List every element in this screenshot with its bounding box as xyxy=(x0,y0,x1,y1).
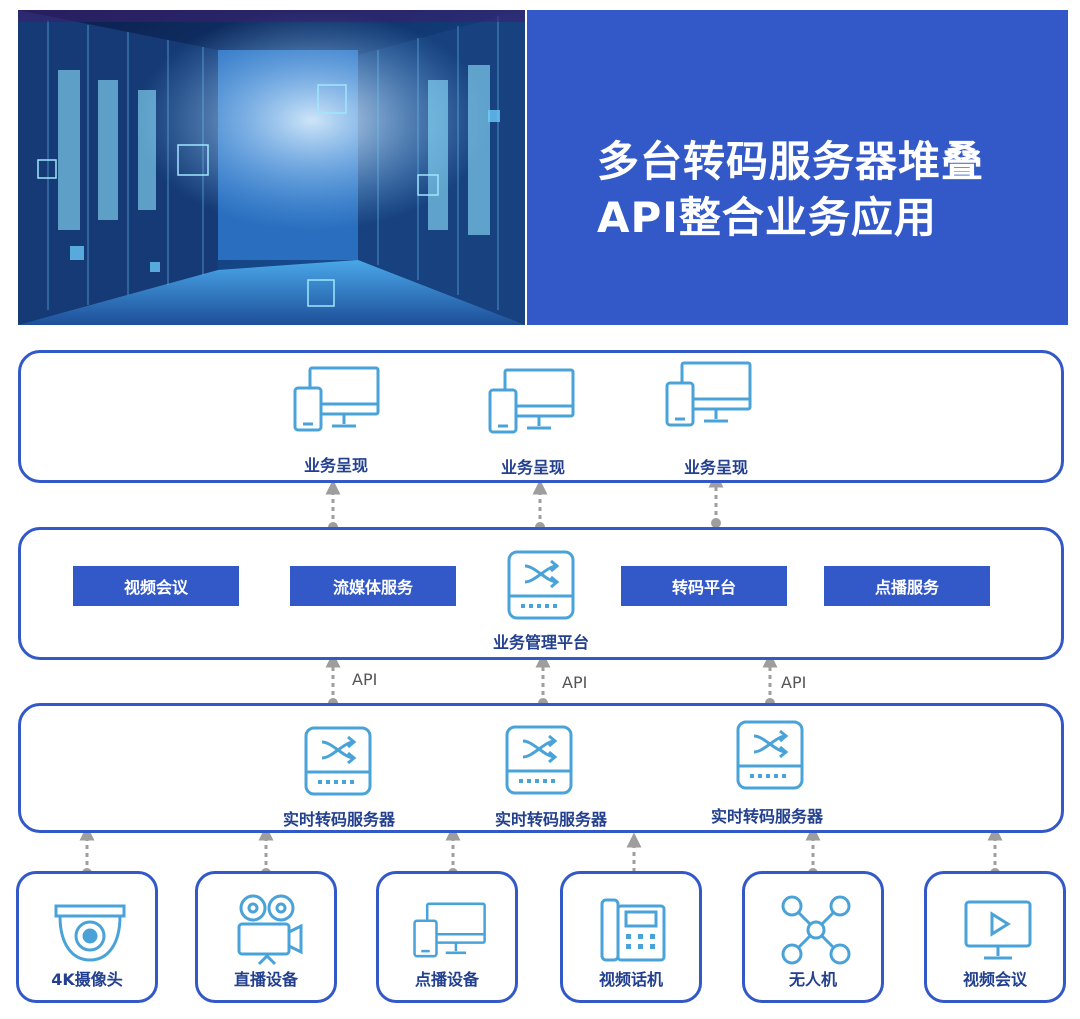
hero-title-line2: API整合业务应用 xyxy=(597,193,937,242)
monitor-phone-icon xyxy=(292,364,382,434)
film-camera-icon xyxy=(231,892,307,968)
desk-phone-icon xyxy=(596,892,672,968)
presentation-label: 业务呈现 xyxy=(303,456,369,475)
device-label: 直播设备 xyxy=(233,970,298,989)
api-label: API xyxy=(562,673,588,692)
device-video-conference: 视频会议 xyxy=(924,871,1066,1003)
device-label: 视频会议 xyxy=(962,970,1027,989)
api-label: API xyxy=(352,670,378,689)
video-screen-icon xyxy=(960,892,1036,968)
device-live-broadcast: 直播设备 xyxy=(195,871,337,1003)
server-switch-icon xyxy=(505,548,577,622)
monitor-phone-icon xyxy=(412,892,488,968)
service-streaming-media: 流媒体服务 xyxy=(290,566,456,606)
presentation-label: 业务呈现 xyxy=(500,458,566,477)
hero-title-line1: 多台转码服务器堆叠 xyxy=(597,137,985,186)
platform-center-label: 业务管理平台 xyxy=(492,633,590,652)
transcode-server-label: 实时转码服务器 xyxy=(494,810,608,829)
service-vod: 点播服务 xyxy=(824,566,990,606)
device-vod: 点播设备 xyxy=(376,871,518,1003)
device-label: 视频话机 xyxy=(598,970,663,989)
api-label: API xyxy=(781,673,807,692)
device-4k-camera: 4K摄像头 xyxy=(16,871,158,1003)
presentation-label: 业务呈现 xyxy=(683,458,749,477)
device-label: 4K摄像头 xyxy=(51,970,123,989)
transcode-server-label: 实时转码服务器 xyxy=(282,810,396,829)
hero-banner: 多台转码服务器堆叠 API整合业务应用 xyxy=(527,10,1068,325)
device-label: 无人机 xyxy=(788,970,837,989)
dome-camera-icon xyxy=(52,892,128,968)
hero-datacenter-image xyxy=(18,10,525,325)
device-label: 点播设备 xyxy=(414,970,479,989)
service-video-conference: 视频会议 xyxy=(73,566,239,606)
device-drone: 无人机 xyxy=(742,871,884,1003)
transcode-server-label: 实时转码服务器 xyxy=(710,807,824,826)
device-video-phone: 视频话机 xyxy=(560,871,702,1003)
transcode-layer-panel xyxy=(18,703,1064,833)
drone-icon xyxy=(778,892,854,968)
server-switch-icon xyxy=(302,724,374,798)
server-switch-icon xyxy=(503,723,575,797)
monitor-phone-icon xyxy=(664,359,754,429)
service-transcode-platform: 转码平台 xyxy=(621,566,787,606)
server-switch-icon xyxy=(734,718,806,792)
monitor-phone-icon xyxy=(487,366,577,436)
